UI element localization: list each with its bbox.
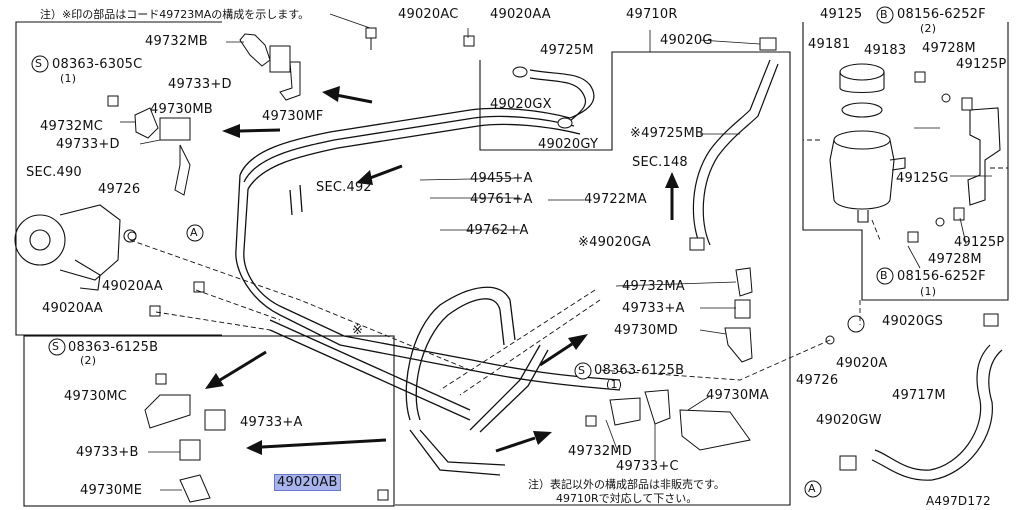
label-49020GX[interactable]: 49020GX: [490, 97, 552, 112]
label-08363-6305C[interactable]: 08363-6305C: [52, 57, 143, 72]
mark-s-right: S: [578, 364, 586, 377]
label-49020GW[interactable]: 49020GW: [816, 413, 882, 428]
label-08156-bottom[interactable]: 08156-6252F: [897, 269, 986, 284]
mark-b-bottom: B: [880, 269, 888, 282]
mark-a-right: A: [808, 482, 816, 495]
label-49020AC[interactable]: 49020AC: [398, 7, 459, 22]
label-49733D-top[interactable]: 49733+D: [168, 77, 232, 92]
label-49730MF[interactable]: 49730MF: [262, 109, 324, 124]
label-49020AA-top[interactable]: 49020AA: [490, 7, 551, 22]
box-reservoir: [802, 22, 1009, 301]
label-49020G[interactable]: 49020G: [660, 33, 713, 48]
mark-s-left: S: [52, 340, 60, 353]
label-49020GY[interactable]: 49020GY: [538, 137, 599, 152]
pump-art: [14, 204, 137, 291]
bolts-art: [107, 27, 999, 501]
label-49125G[interactable]: 49125G: [896, 171, 949, 186]
label-49733C[interactable]: 49733+C: [616, 459, 679, 474]
reservoir-art: [829, 63, 906, 223]
label-49730MC[interactable]: 49730MC: [64, 389, 128, 404]
box-right: [395, 51, 791, 506]
label-08156-top[interactable]: 08156-6252F: [897, 7, 986, 22]
label-49725MB[interactable]: ※49725MB: [630, 126, 704, 141]
label-49125[interactable]: 49125: [820, 7, 863, 22]
dashed-leaders: [129, 139, 1008, 396]
label-49722MA[interactable]: 49722MA: [584, 192, 647, 207]
box-top-left: [15, 21, 222, 336]
label-08363-6305C-qty: (1): [60, 72, 77, 85]
return-hose: [529, 59, 779, 246]
hose-49717M-art: [871, 344, 1003, 481]
label-49181[interactable]: 49181: [808, 37, 851, 52]
label-49717M[interactable]: 49717M: [892, 388, 946, 403]
small-brackets: [134, 33, 753, 503]
label-49733A-left[interactable]: 49733+A: [240, 415, 303, 430]
label-49725M[interactable]: 49725M: [540, 43, 594, 58]
label-49730MA[interactable]: 49730MA: [706, 388, 769, 403]
label-08363-6125B-right[interactable]: 08363-6125B: [594, 363, 685, 378]
label-SEC492[interactable]: SEC.492: [316, 180, 372, 195]
label-49455A[interactable]: 49455+A: [470, 171, 533, 186]
label-49125P-top[interactable]: 49125P: [956, 57, 1007, 72]
label-49183[interactable]: 49183: [864, 43, 907, 58]
label-08156-top-qty: (2): [920, 22, 937, 35]
label-49125P-bottom[interactable]: 49125P: [954, 235, 1005, 250]
bracket-right-art: [967, 107, 1001, 206]
label-49761A[interactable]: 49761+A: [470, 192, 533, 207]
label-49020AA-mid[interactable]: 49020AA: [102, 279, 163, 294]
label-08363-6125B-left-qty: (2): [80, 354, 97, 367]
label-08363-6125B-left[interactable]: 08363-6125B: [68, 340, 159, 355]
label-49733A-right[interactable]: 49733+A: [622, 301, 685, 316]
label-49762A[interactable]: 49762+A: [466, 223, 529, 238]
label-49710R[interactable]: 49710R: [626, 7, 678, 22]
diagram-id: A497D172: [926, 494, 991, 508]
pipe-bundle: [235, 107, 621, 476]
mark-b-top: B: [880, 8, 888, 21]
note-bottom-2: 49710Rで対応して下さい。: [556, 492, 698, 505]
label-49020GA[interactable]: ※49020GA: [578, 235, 651, 250]
label-49020AA-low[interactable]: 49020AA: [42, 301, 103, 316]
label-49730ME[interactable]: 49730ME: [80, 483, 143, 498]
label-49733D-mid[interactable]: 49733+D: [56, 137, 120, 152]
circled-marks: [31, 6, 894, 498]
direction-arrows: [205, 86, 679, 455]
label-49728M-bottom[interactable]: 49728M: [928, 252, 982, 267]
label-49730MD[interactable]: 49730MD: [614, 323, 678, 338]
label-49726-left[interactable]: 49726: [98, 182, 141, 197]
note-top: 注）※印の部品はコード49723MAの構成を示します。: [40, 8, 310, 21]
label-49730MB[interactable]: 49730MB: [150, 102, 213, 117]
label-49732MA[interactable]: 49732MA: [622, 279, 685, 294]
asterisk-mark: ※: [352, 323, 364, 338]
label-49726-right[interactable]: 49726: [796, 373, 839, 388]
label-49020AB[interactable]: 49020AB: [274, 474, 341, 491]
label-49732MD[interactable]: 49732MD: [568, 444, 632, 459]
label-08156-bottom-qty: (1): [920, 285, 937, 298]
label-49020GS[interactable]: 49020GS: [882, 314, 944, 329]
label-SEC148[interactable]: SEC.148: [632, 155, 688, 170]
box-bottom-left: [23, 335, 395, 507]
label-49732MC[interactable]: 49732MC: [40, 119, 104, 134]
label-08363-6125B-right-qty: (1): [606, 378, 623, 391]
label-49020AB-highlight[interactable]: 49020AB: [274, 474, 341, 491]
label-SEC490[interactable]: SEC.490: [26, 165, 82, 180]
label-leaders: [120, 13, 992, 491]
label-49020A[interactable]: 49020A: [836, 356, 888, 371]
label-49732MB[interactable]: 49732MB: [145, 34, 208, 49]
mark-a-left: A: [190, 226, 198, 239]
label-49733B[interactable]: 49733+B: [76, 445, 139, 460]
note-bottom-1: 注）表記以外の構成部品は非販売です。: [528, 478, 725, 491]
label-49728M-top[interactable]: 49728M: [922, 41, 976, 56]
mark-s-top: S: [35, 57, 43, 70]
